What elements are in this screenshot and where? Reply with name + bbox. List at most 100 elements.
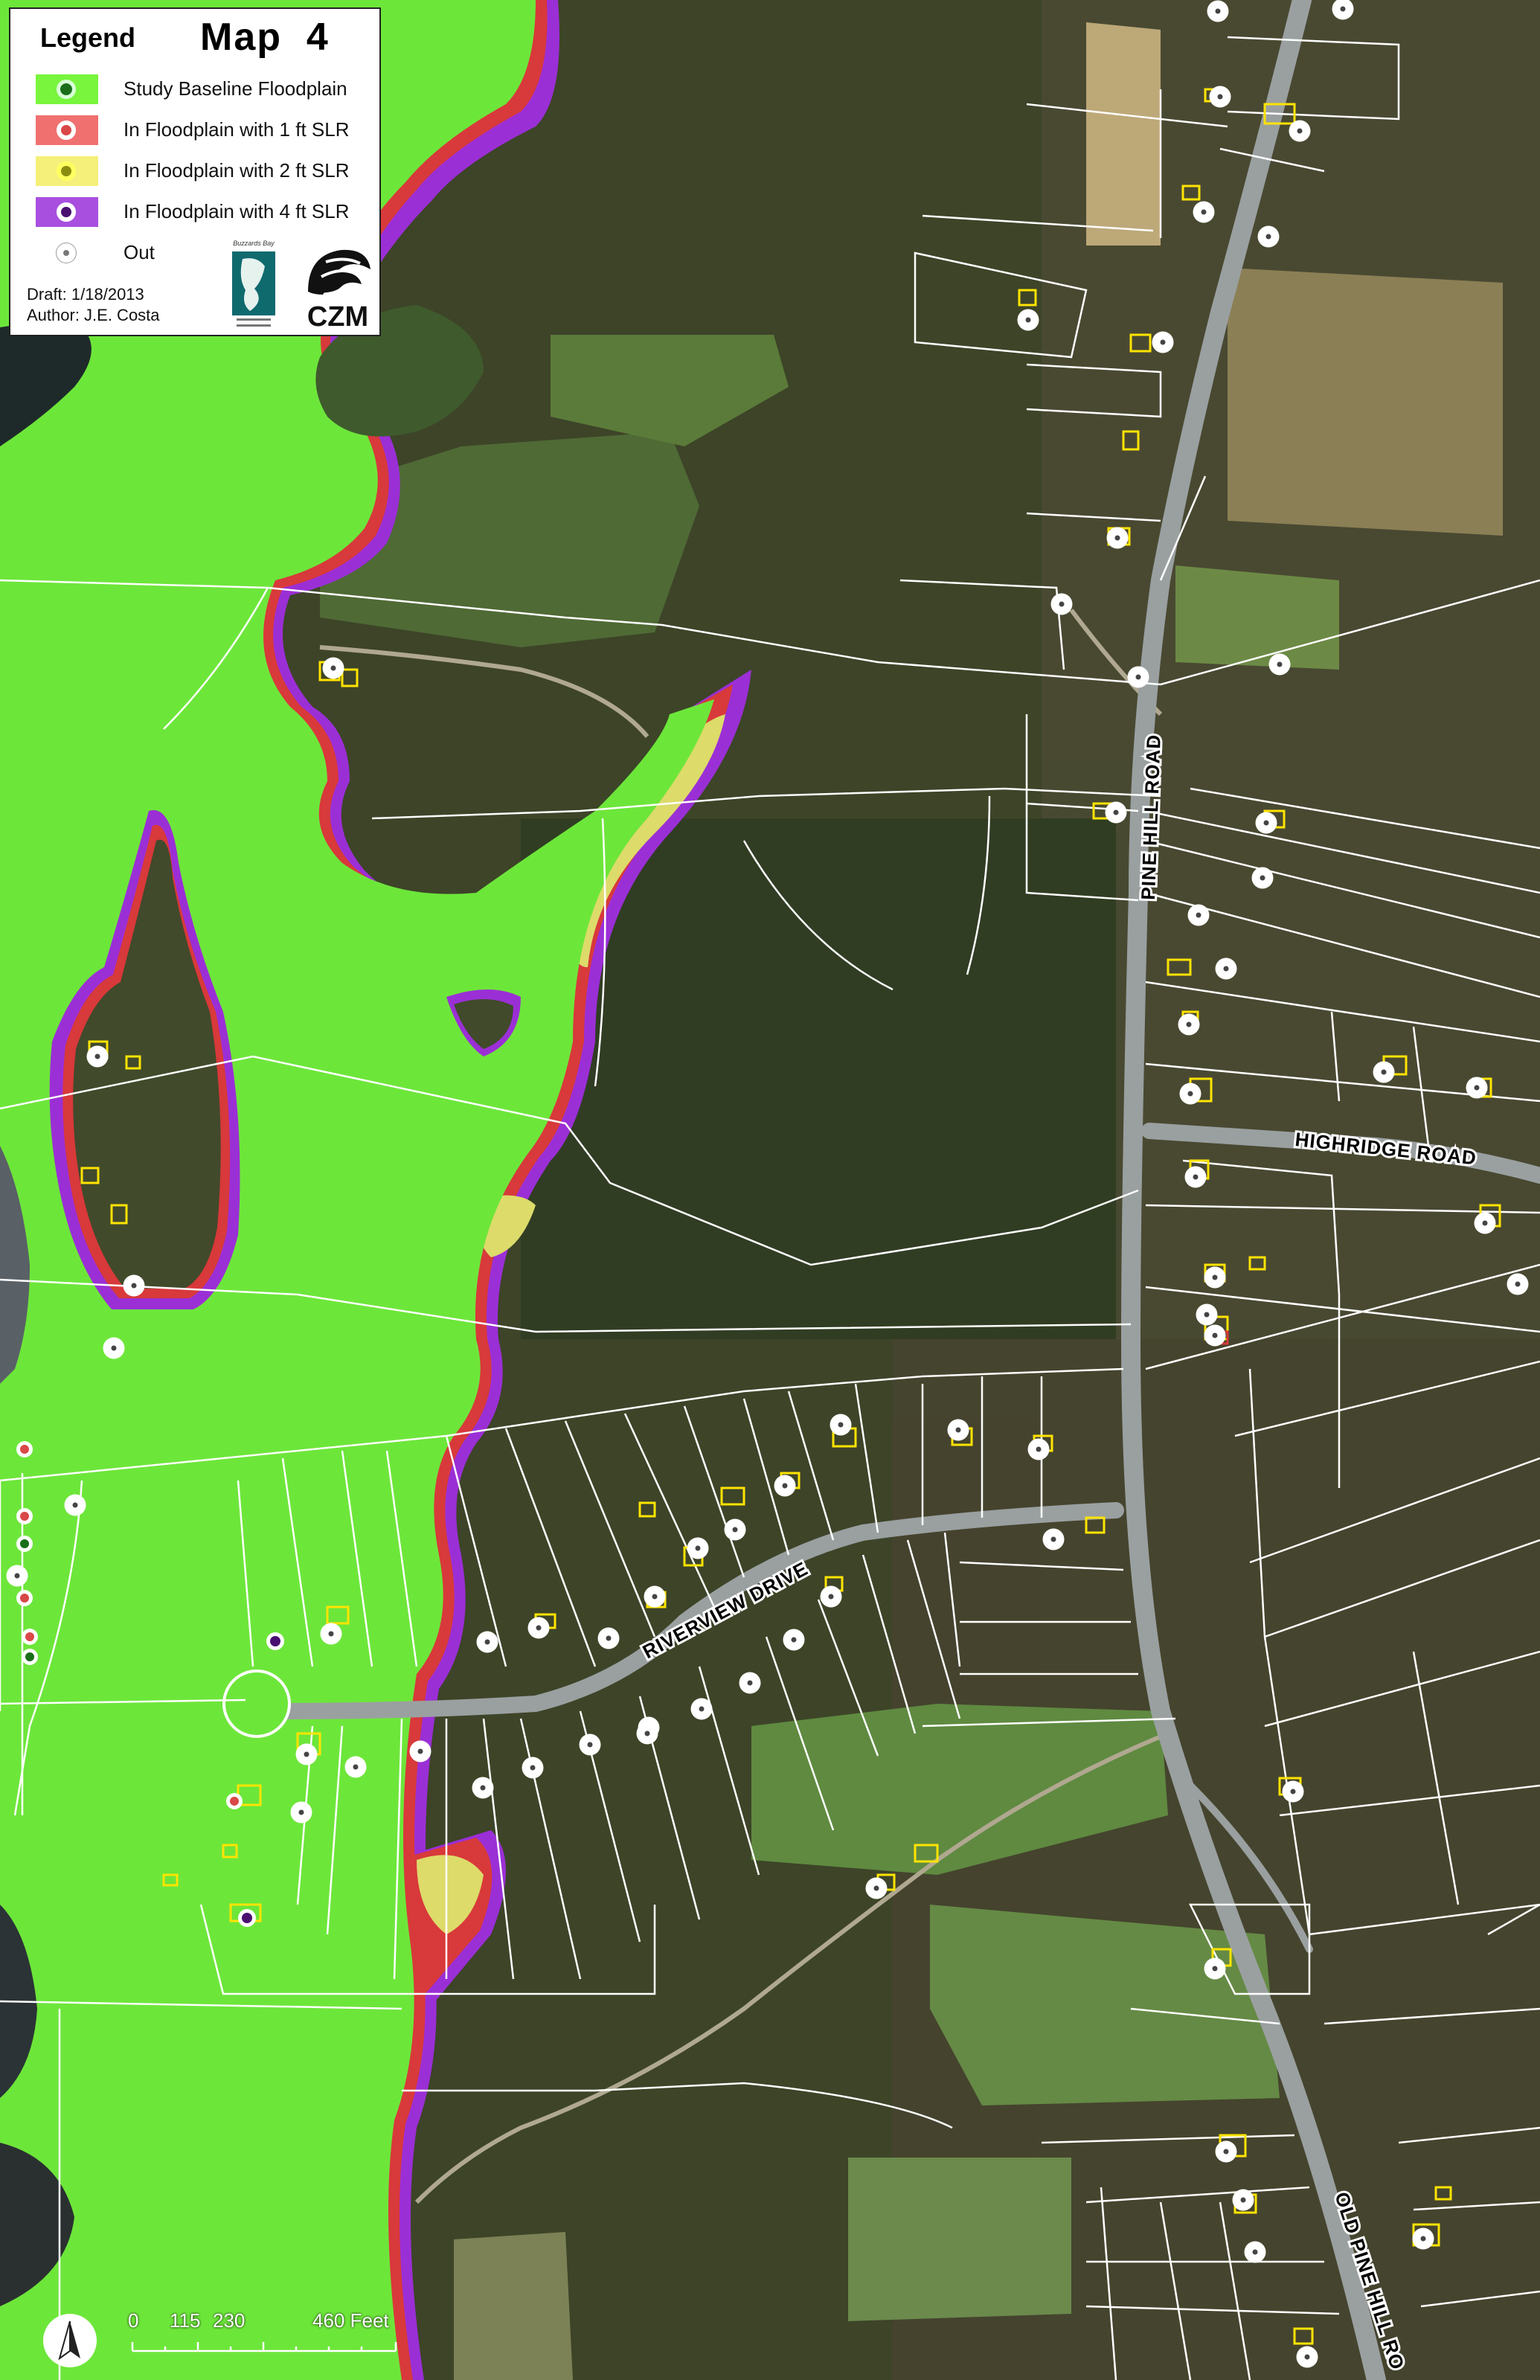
structure-point-out [417, 1748, 423, 1754]
structure-point-out [484, 1639, 490, 1645]
structure-point-out [1186, 1021, 1192, 1027]
structure-point-out [1215, 8, 1221, 14]
author: Author: J.E. Costa [27, 306, 160, 324]
structure-point-out [1263, 820, 1269, 826]
legend-item-2ft: In Floodplain with 2 ft SLR [36, 155, 378, 187]
structure-point-out [353, 1764, 359, 1770]
structure-point-slr1 [25, 1632, 34, 1641]
fields [320, 22, 1503, 2380]
structure-point-out [587, 1742, 593, 1748]
logo-left-text: Buzzards Bay [233, 240, 275, 247]
structure-point-out [747, 1680, 753, 1686]
legend-label: In Floodplain with 4 ft SLR [123, 200, 350, 222]
structure-point-out [955, 1427, 961, 1433]
legend-title: Legend [40, 22, 136, 53]
scale-label-115: 115 [170, 2309, 201, 2332]
structure-point-out [111, 1345, 117, 1351]
structure-point-out [1223, 2149, 1229, 2155]
legend-swatch-baseline [36, 74, 98, 104]
structure-point-out [1196, 912, 1201, 918]
structure-point-slr4 [270, 1636, 280, 1646]
legend-panel: Legend Map 4 Study Baseline Floodplain I… [9, 7, 381, 336]
structure-point-out [1193, 1174, 1199, 1180]
structure-point-out [14, 1573, 20, 1579]
structure-point-out [652, 1594, 658, 1600]
legend-label: Out [123, 241, 155, 263]
structure-point-out [1265, 234, 1271, 240]
map-title: Map 4 [200, 16, 330, 59]
legend-item-out: Out [36, 237, 214, 269]
floodplain-baseline [0, 0, 714, 2380]
structure-point-out [536, 1625, 542, 1631]
structure-point-out [1212, 1966, 1218, 1972]
forest-islands [0, 305, 521, 2306]
structure-point-out [1304, 2354, 1310, 2360]
structure-point-out [1277, 661, 1283, 667]
structure-point-out [1113, 809, 1119, 815]
structure-point-out [1050, 1536, 1056, 1542]
legend-swatch-1ft [36, 115, 98, 145]
structure-point-out [304, 1751, 309, 1757]
structure-point-out [298, 1809, 304, 1815]
structure-point-out [1059, 601, 1065, 607]
structure-point-out [1114, 535, 1120, 541]
structure-point-out [699, 1706, 705, 1712]
structure-points [6, 0, 1529, 2368]
structure-point-slr1 [20, 1594, 29, 1603]
structure-point-baseline [20, 1539, 29, 1548]
structure-point-out [1252, 2249, 1258, 2255]
structure-point-out [1201, 209, 1207, 215]
logo-right-text: CZM [307, 301, 368, 332]
structure-point-out [828, 1594, 834, 1600]
scale-label-230: 230 [213, 2309, 246, 2332]
baseline-dot-icon [57, 80, 76, 99]
scale-ticks [131, 2342, 397, 2352]
structure-point-out [782, 1483, 788, 1489]
draft-date: Draft: 1/18/2013 [27, 285, 144, 304]
structure-point-baseline [25, 1652, 34, 1661]
structure-point-out [1187, 1091, 1193, 1097]
legend-swatch-4ft [36, 197, 98, 227]
structure-point-out [1420, 2236, 1426, 2242]
structure-point-out [644, 1731, 650, 1736]
north-arrow [43, 2314, 97, 2367]
structure-point-out [1381, 1069, 1387, 1075]
legend-swatch-2ft [36, 156, 98, 186]
slr1-dot-icon [57, 121, 76, 140]
structure-point-out [695, 1545, 701, 1551]
north-arrow-icon [58, 2320, 80, 2361]
cul-de-sac [222, 1669, 291, 1738]
structure-point-slr4 [242, 1913, 252, 1923]
structure-point-out [1160, 339, 1166, 345]
structure-point-out [1340, 6, 1346, 12]
structure-point-out [330, 665, 336, 671]
structure-point-out [1260, 875, 1265, 881]
structure-point-out [72, 1502, 78, 1508]
legend-label: Study Baseline Floodplain [123, 77, 347, 100]
legend-swatch-out [36, 238, 98, 268]
structure-point-slr1 [20, 1512, 29, 1521]
legend-item-baseline: Study Baseline Floodplain [36, 73, 378, 106]
structure-point-out [530, 1765, 536, 1771]
scale-label-0: 0 [128, 2309, 139, 2332]
structure-point-out [1290, 1789, 1296, 1794]
legend-item-4ft: In Floodplain with 4 ft SLR [36, 196, 378, 228]
legend-label: In Floodplain with 2 ft SLR [123, 159, 350, 182]
structure-point-out [838, 1422, 844, 1428]
structure-point-out [791, 1637, 797, 1643]
structure-point-out [480, 1785, 486, 1791]
slr4-dot-icon [57, 202, 76, 222]
structure-point-out [328, 1631, 334, 1637]
structure-point-out [1212, 1332, 1218, 1338]
scale-label-460: 460 Feet [312, 2309, 389, 2332]
structure-point-out [1036, 1446, 1042, 1452]
scale-bar: 0 115 230 460 Feet [128, 2309, 411, 2361]
structure-point-out [1515, 1281, 1521, 1287]
roads [275, 0, 1540, 2380]
out-dot-icon [57, 243, 76, 263]
czm-logo: CZM [307, 249, 370, 332]
structure-point-out [1474, 1085, 1480, 1091]
structure-point-out [1297, 128, 1303, 134]
structure-point-out [873, 1885, 879, 1891]
